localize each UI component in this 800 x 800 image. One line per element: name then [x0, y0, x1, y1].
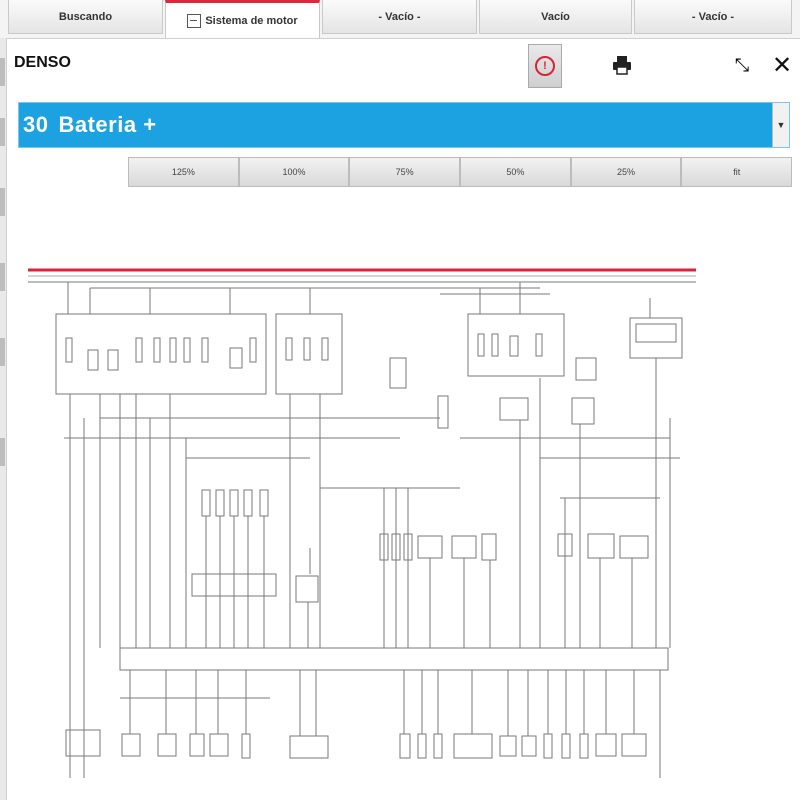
- zoom-fit-button[interactable]: fit: [681, 157, 793, 187]
- print-button[interactable]: [606, 44, 638, 86]
- circuit-label: Bateria +: [58, 112, 157, 137]
- left-scroll-rail[interactable]: [0, 38, 7, 800]
- tab-bar: Buscando Sistema de motor - Vacío - Vací…: [0, 0, 800, 39]
- wiring-diagram[interactable]: [20, 258, 700, 788]
- zoom-100-button[interactable]: 100%: [238, 157, 350, 187]
- dropdown-arrow-icon[interactable]: ▼: [772, 103, 789, 147]
- tab-buscando[interactable]: Buscando: [8, 0, 163, 34]
- tab-vacio-2[interactable]: Vacío: [479, 0, 632, 34]
- circuit-selector[interactable]: 30 Bateria + ▼: [18, 102, 790, 148]
- diagram-header: DENSO ! ⤡ ✕: [6, 38, 800, 94]
- tab-sistema-de-motor[interactable]: Sistema de motor: [165, 0, 320, 38]
- alert-button[interactable]: !: [528, 44, 562, 88]
- brand-label: DENSO: [14, 54, 71, 71]
- tab-vacio-1[interactable]: - Vacío -: [322, 0, 477, 34]
- close-icon: ✕: [771, 51, 793, 79]
- tab-vacio-3[interactable]: - Vacío -: [634, 0, 792, 34]
- resize-icon: ⤡: [734, 54, 750, 75]
- alert-icon: !: [535, 56, 555, 76]
- resize-button[interactable]: ⤡: [726, 44, 758, 86]
- zoom-bar: 125% 100% 75% 50% 25% fit: [128, 157, 793, 187]
- engine-diagram-icon: [187, 13, 202, 28]
- circuit-number: 30: [23, 112, 49, 137]
- zoom-75-button[interactable]: 75%: [349, 157, 461, 187]
- close-button[interactable]: ✕: [766, 44, 798, 86]
- zoom-25-button[interactable]: 25%: [570, 157, 682, 187]
- zoom-50-button[interactable]: 50%: [460, 157, 571, 187]
- printer-icon: [613, 56, 631, 75]
- zoom-125-button[interactable]: 125%: [128, 157, 239, 187]
